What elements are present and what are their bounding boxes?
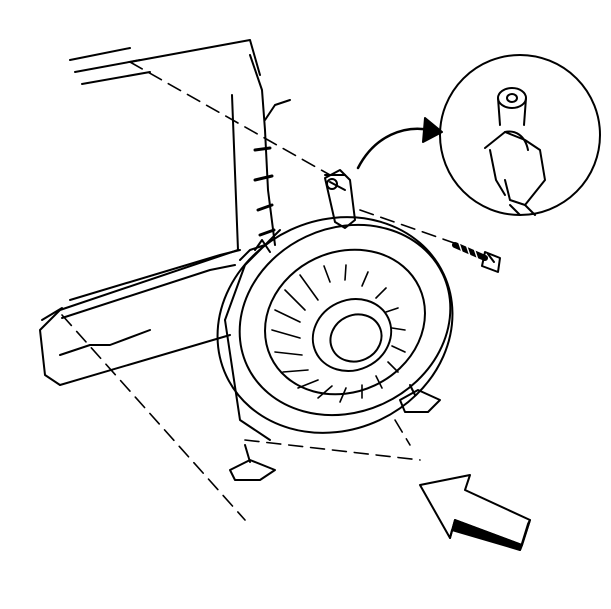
- lower-mounts: [229, 384, 441, 481]
- detail-callout: [439, 54, 601, 216]
- bolt: [452, 239, 501, 273]
- mount-bracket: [324, 169, 356, 229]
- guide-lines: [61, 61, 461, 521]
- callout-arrow: [356, 117, 443, 170]
- direction-arrow: [419, 474, 531, 551]
- wheel-assembly: [216, 174, 454, 441]
